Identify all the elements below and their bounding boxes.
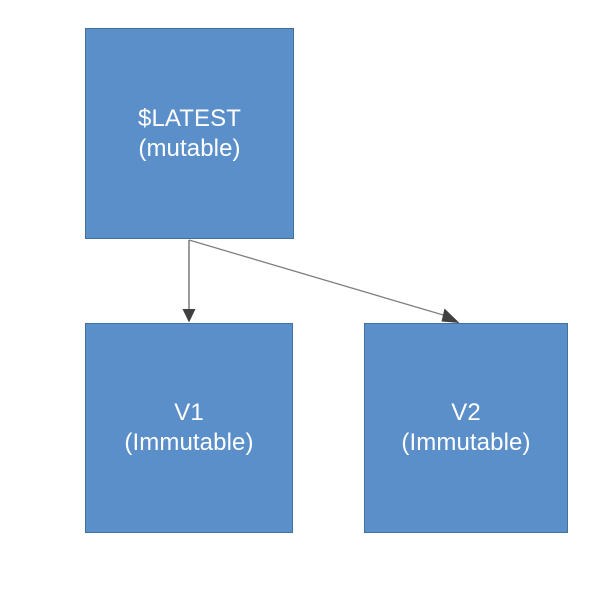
edge-latest-to-v1	[182, 240, 196, 323]
edge-latest-to-v2	[188, 239, 460, 323]
node-v1-label-secondary: (Immutable)	[124, 429, 254, 456]
node-v2-label-secondary: (Immutable)	[401, 429, 531, 456]
node-v1-label-primary: V1	[174, 399, 204, 426]
edge-line	[188, 239, 451, 318]
node-latest[interactable]: $LATEST (mutable)	[85, 28, 294, 239]
node-v2[interactable]: V2 (Immutable)	[364, 323, 568, 533]
arrowhead-icon	[182, 309, 196, 323]
node-latest-label-secondary: (mutable)	[138, 134, 241, 162]
arrowhead-icon	[441, 308, 460, 323]
node-v2-label-primary: V2	[451, 399, 481, 426]
node-latest-label-primary: $LATEST	[138, 104, 241, 132]
node-v1[interactable]: V1 (Immutable)	[85, 323, 293, 533]
